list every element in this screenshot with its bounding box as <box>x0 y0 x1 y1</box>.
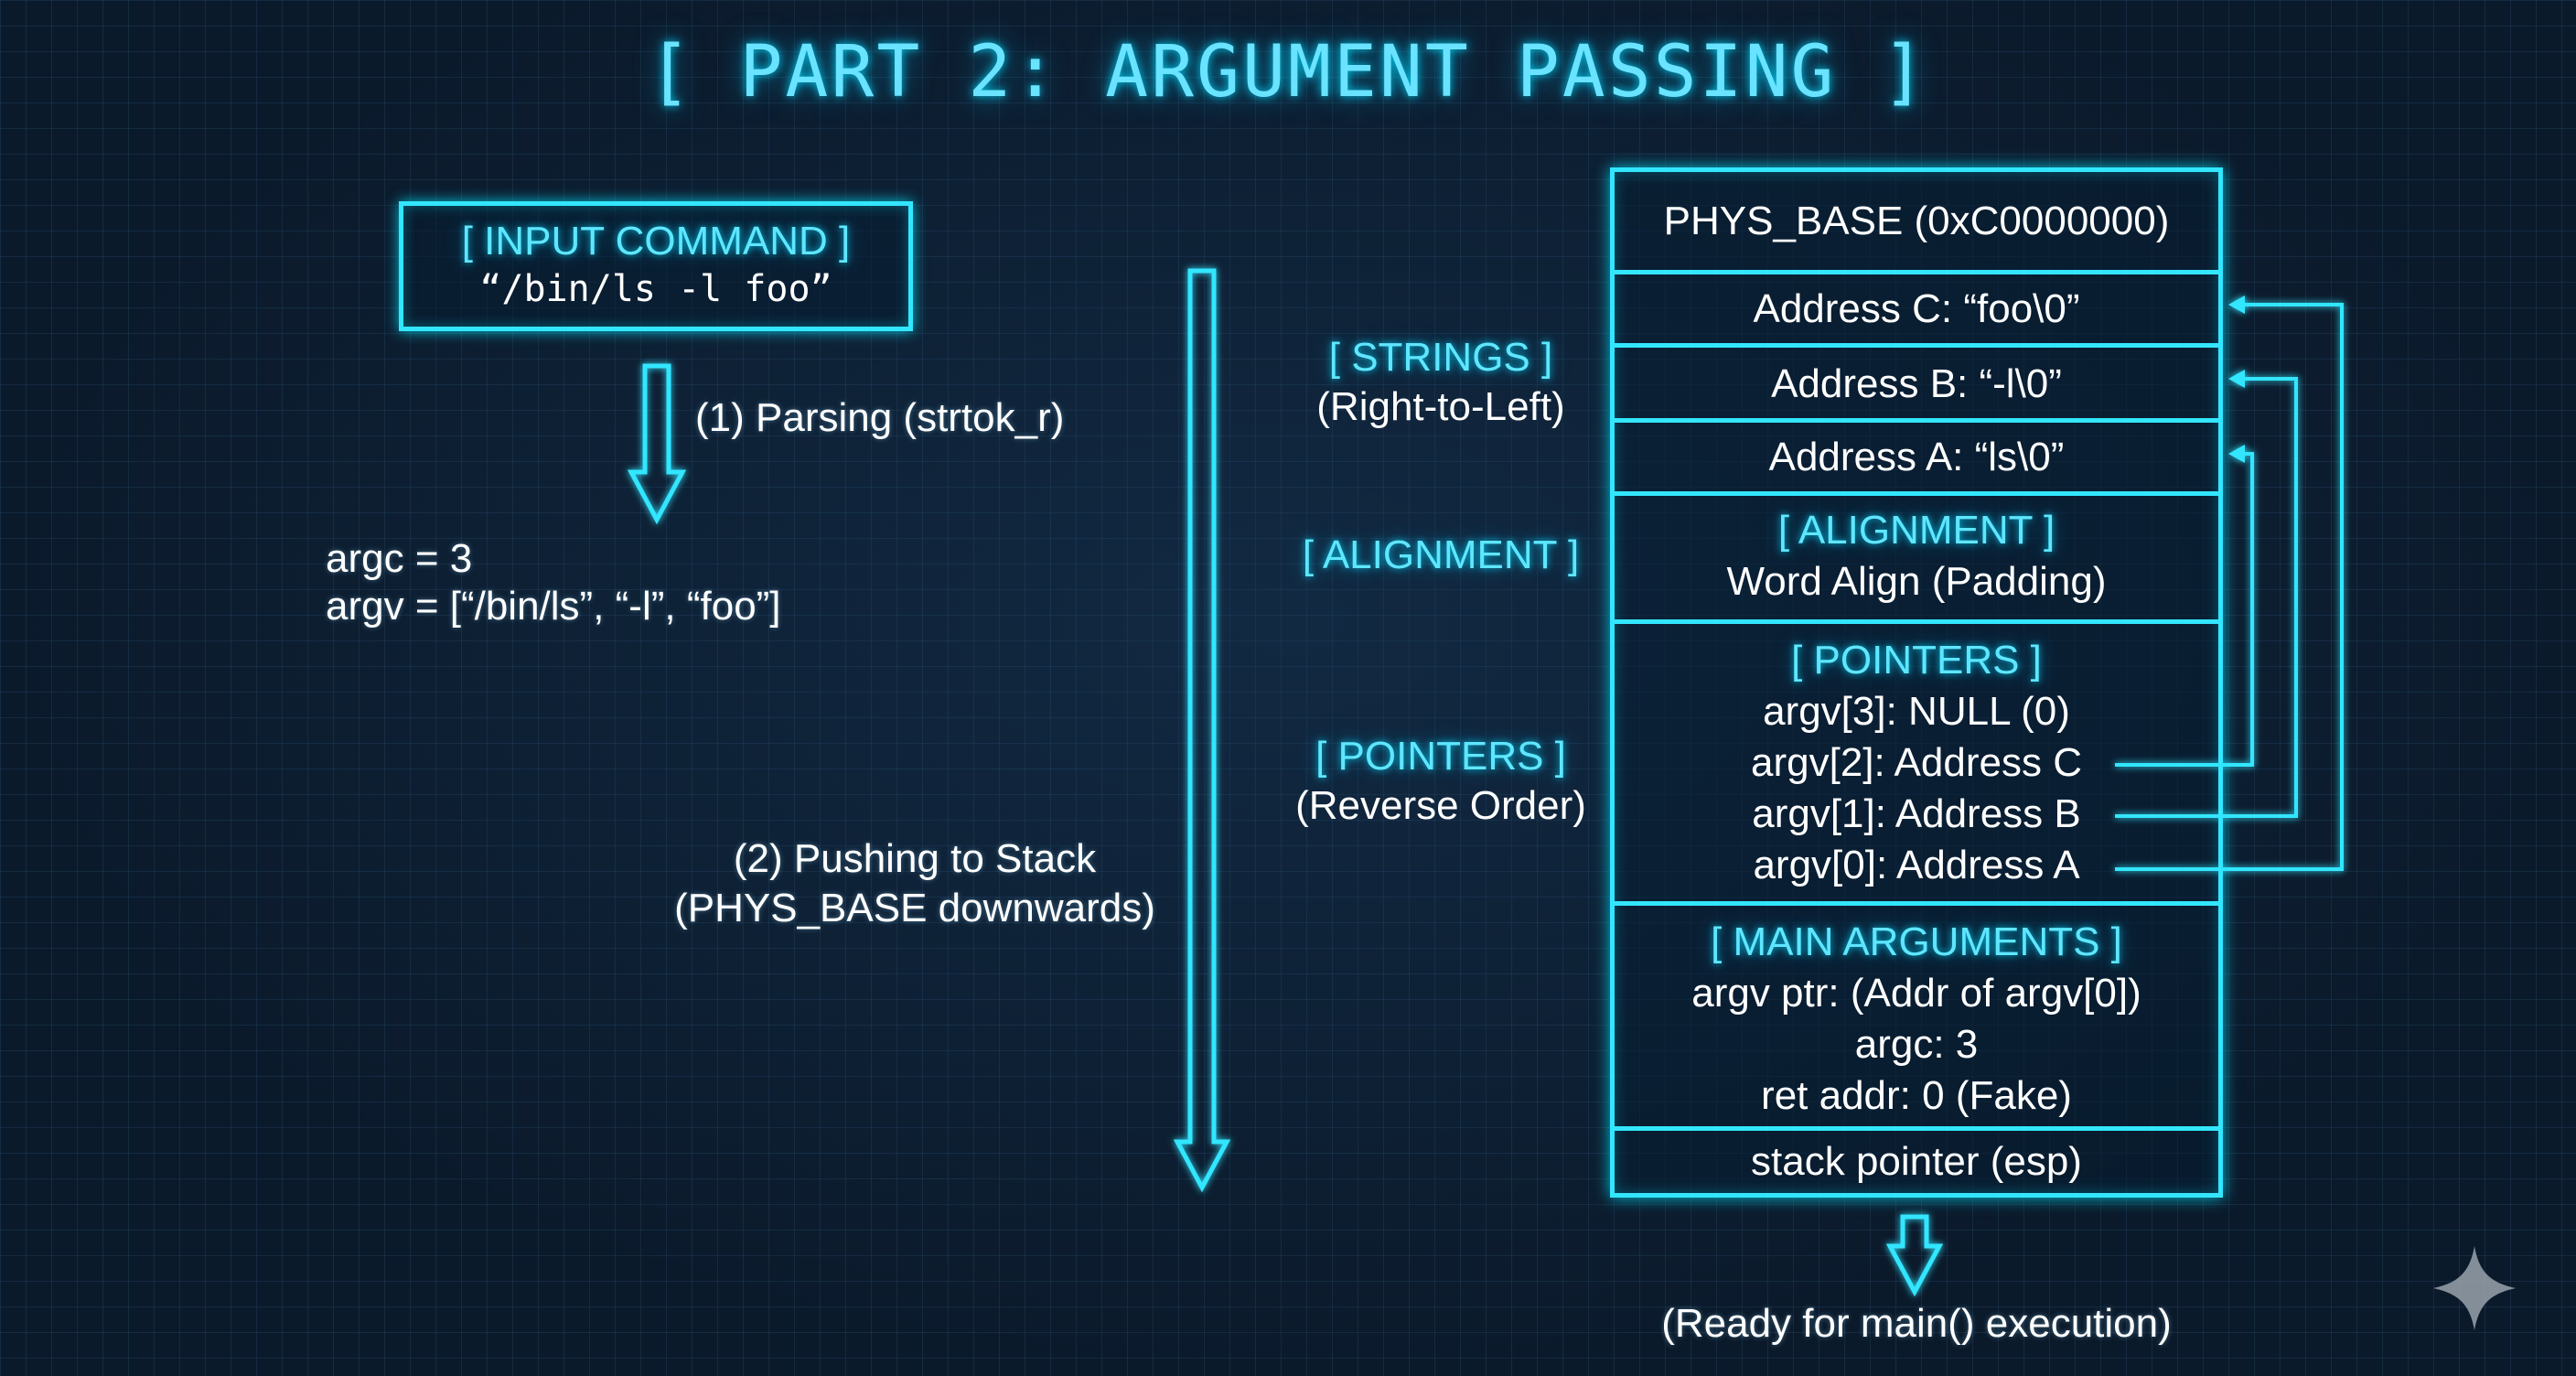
stack-main-arguments: [ MAIN ARGUMENTS ] argv ptr: (Addr of ar… <box>1615 906 2218 1131</box>
ready-label: (Ready for main() execution) <box>1661 1301 2172 1346</box>
stack-argv3: argv[3]: NULL (0) <box>1763 689 2070 734</box>
parsing-down-arrow <box>627 363 687 525</box>
step2-label-line1: (2) Pushing to Stack <box>733 836 1097 881</box>
argv0-connector <box>2115 303 2344 871</box>
stack-ret-addr: ret addr: 0 (Fake) <box>1761 1073 2072 1118</box>
stack-diagram: PHYS_BASE (0xC0000000) Address C: “foo\0… <box>1610 167 2223 1198</box>
arrowhead-address-b <box>2228 370 2245 388</box>
stack-argv2: argv[2]: Address C <box>1751 740 2082 785</box>
stack-esp: stack pointer (esp) <box>1751 1139 2082 1184</box>
stack-argv1: argv[1]: Address B <box>1752 791 2081 836</box>
stack-pointers-title: [ POINTERS ] <box>1791 638 2042 683</box>
stack-argv0: argv[0]: Address A <box>1753 843 2080 887</box>
alignment-side-title: [ ALIGNMENT ] <box>1302 532 1580 577</box>
stack-address-b: Address B: “-l\0” <box>1615 348 2218 423</box>
input-command-text: “/bin/ls -l foo” <box>479 268 832 310</box>
page-title: [ PART 2: ARGUMENT PASSING ] <box>648 31 1928 113</box>
parsed-argc: argc = 3 <box>326 536 473 581</box>
stack-alignment-line: Word Align (Padding) <box>1726 559 2107 604</box>
arrowhead-address-a <box>2228 445 2245 463</box>
ready-down-arrow <box>1885 1214 1944 1297</box>
step2-label-line2: (PHYS_BASE downwards) <box>674 886 1155 930</box>
step1-label: (1) Parsing (strtok_r) <box>695 395 1065 440</box>
stack-argc: argc: 3 <box>1854 1022 1979 1067</box>
stack-alignment-title: [ ALIGNMENT ] <box>1777 508 2055 553</box>
stack-main-args-title: [ MAIN ARGUMENTS ] <box>1711 919 2122 964</box>
sparkle-icon <box>2433 1246 2516 1330</box>
strings-side-sub: (Right-to-Left) <box>1316 384 1565 429</box>
pointers-side-sub: (Reverse Order) <box>1295 783 1586 828</box>
pointers-side-title: [ POINTERS ] <box>1315 734 1566 779</box>
argv1-connector <box>2115 377 2298 818</box>
strings-side-title: [ STRINGS ] <box>1328 335 1553 380</box>
stack-alignment: [ ALIGNMENT ] Word Align (Padding) <box>1615 496 2218 624</box>
parsed-argv: argv = [“/bin/ls”, “-l”, “foo”] <box>326 584 781 629</box>
stack-pointers: [ POINTERS ] argv[3]: NULL (0) argv[2]: … <box>1615 624 2218 906</box>
push-down-arrow <box>1173 268 1231 1193</box>
stack-phys-base: PHYS_BASE (0xC0000000) <box>1615 172 2218 274</box>
input-command-box: [ INPUT COMMAND ] “/bin/ls -l foo” <box>399 201 913 331</box>
alignment-side-label: [ ALIGNMENT ] <box>1281 531 1601 580</box>
pointers-side-label: [ POINTERS ] (Reverse Order) <box>1272 732 1610 831</box>
strings-side-label: [ STRINGS ] (Right-to-Left) <box>1281 333 1601 432</box>
input-command-header: [ INPUT COMMAND ] <box>461 219 851 263</box>
stack-address-c: Address C: “foo\0” <box>1615 274 2218 348</box>
arrowhead-address-c <box>2228 296 2245 314</box>
argv2-connector <box>2115 452 2254 767</box>
stack-address-a: Address A: “ls\0” <box>1615 423 2218 496</box>
stack-argv-ptr: argv ptr: (Addr of argv[0]) <box>1691 971 2141 1016</box>
